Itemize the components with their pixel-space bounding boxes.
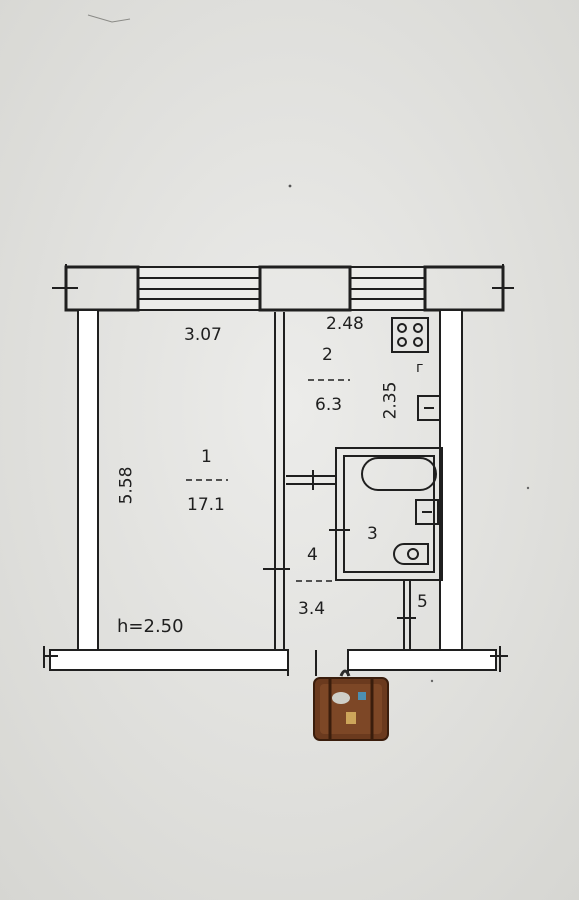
ceiling-height-label: h=2.50 [117,616,184,637]
bathroom-walls [286,447,443,581]
stove-icon [391,317,429,353]
top-wall [52,264,514,312]
room3-number: 3 [367,524,378,544]
room2-number: 2 [322,345,333,365]
room1-width-label: 3.07 [184,325,222,345]
toilet-icon [393,543,429,565]
room5-number: 5 [417,592,428,612]
room2-length-label: 2.35 [380,381,401,420]
room2-width-label: 2.48 [326,314,364,334]
room1-length-label: 5.58 [116,466,137,505]
bathtub-icon [361,457,437,491]
room2-area: 6.3 [315,395,343,415]
washbasin-icon [415,499,439,525]
room4-number: 4 [307,545,318,565]
partition-room1 [274,312,285,650]
bottom-wall [43,646,508,676]
kitchen-marker: г [416,360,424,376]
suitcase-icon [313,669,389,741]
room4-area: 3.4 [298,599,326,619]
right-wall [439,309,463,651]
door-marks [263,470,416,619]
closet-walls [403,580,411,650]
room1-area: 17.1 [187,495,225,515]
left-wall [77,309,99,651]
sink-icon [417,395,441,421]
room1-number: 1 [201,447,212,467]
